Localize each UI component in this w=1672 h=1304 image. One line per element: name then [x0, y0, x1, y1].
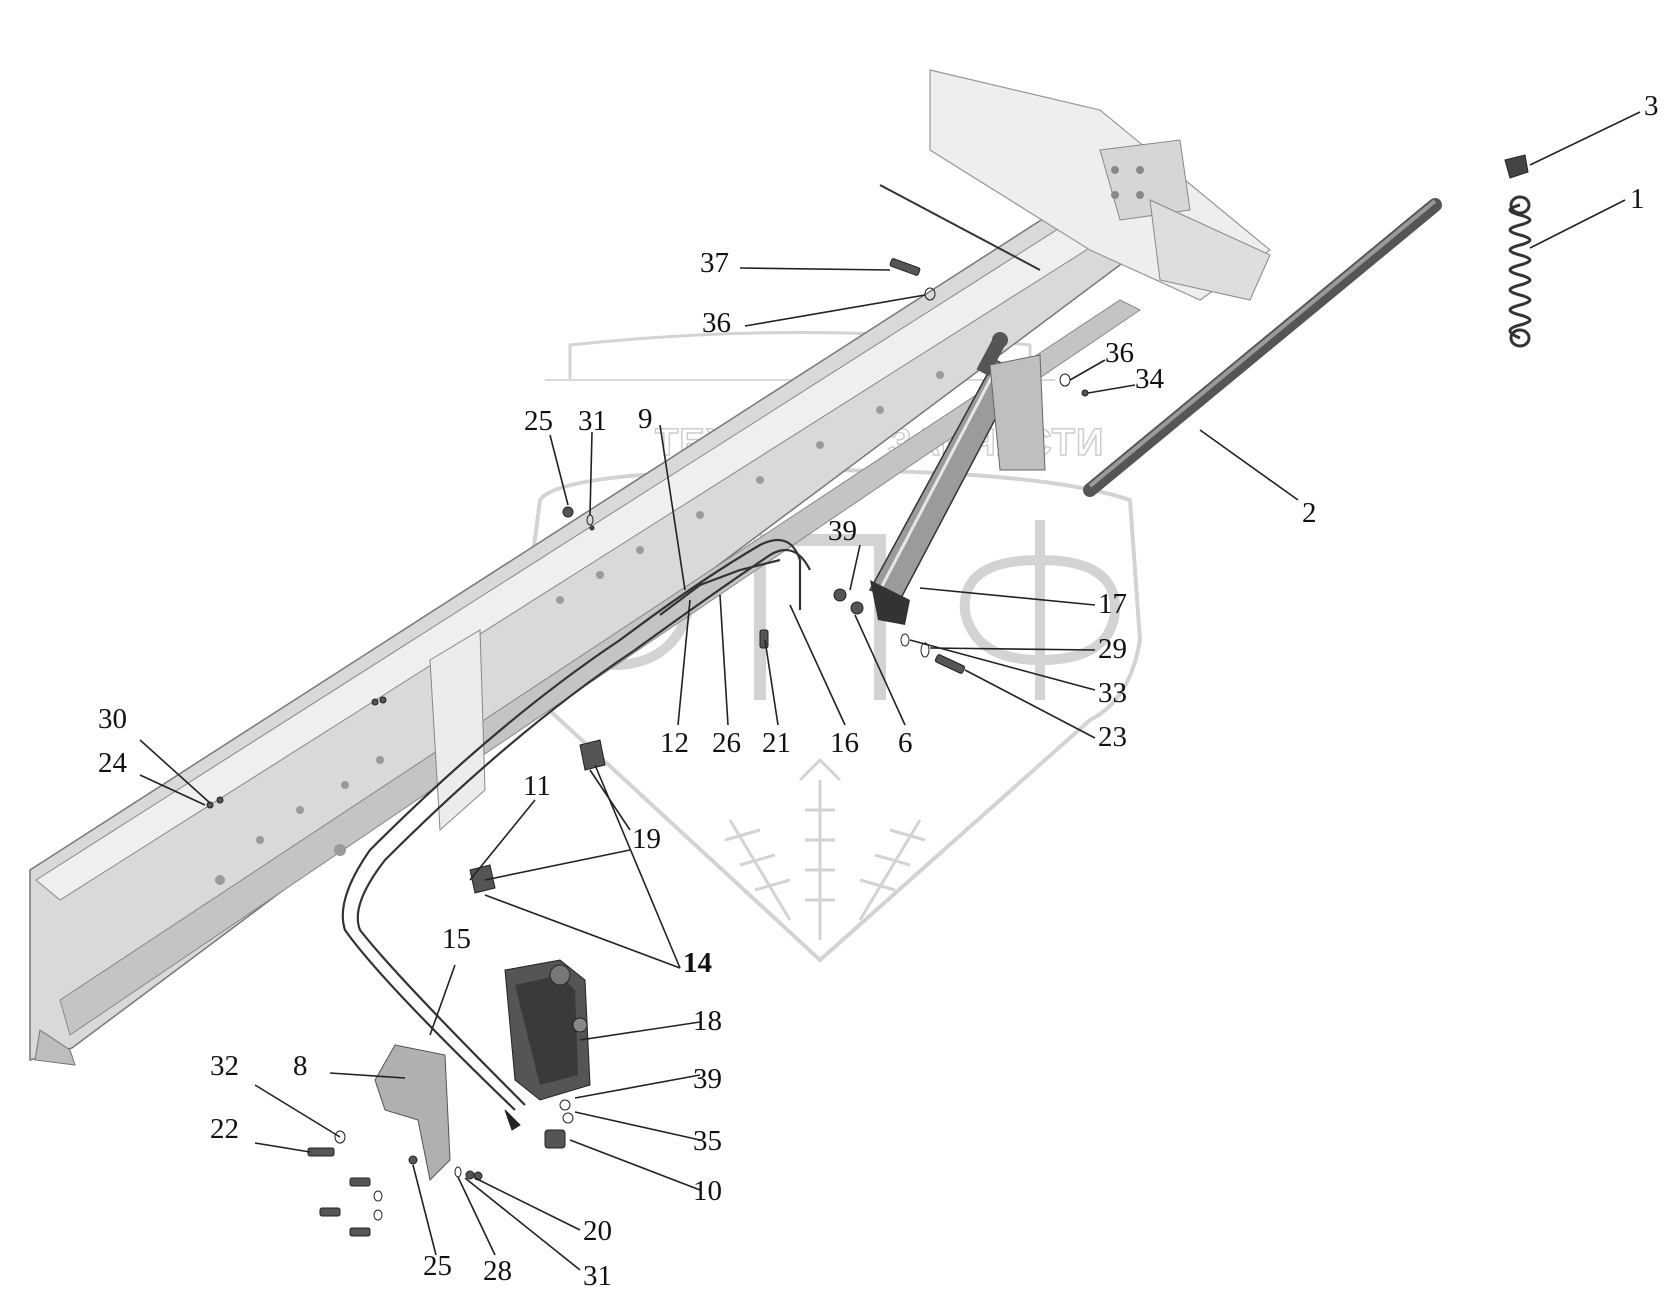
- leader-lines: [139, 111, 1641, 1271]
- callout-22: 22: [210, 1113, 239, 1145]
- callout-21: 21: [762, 727, 791, 759]
- part-1-spring: [1508, 195, 1532, 348]
- callout-20: 20: [583, 1215, 612, 1247]
- callout-36: 36: [1105, 337, 1134, 369]
- part-8-bracket: [374, 1044, 451, 1182]
- watermark-wheat: [724, 757, 926, 940]
- callout-24: 24: [98, 747, 128, 779]
- callout-37: 37: [700, 247, 729, 279]
- callout-25: 25: [524, 405, 553, 437]
- fasteners: [206, 258, 1089, 1237]
- watermark-letter-p: [754, 534, 886, 700]
- hydraulic-hoses: [341, 538, 811, 1111]
- callout-39: 39: [828, 515, 857, 547]
- frame-rail-holes: [215, 371, 944, 885]
- part-2-torsion-rod: [1083, 198, 1442, 497]
- callout-18: 18: [693, 1005, 722, 1037]
- callout-29: 29: [1098, 633, 1127, 665]
- callout-10: 10: [693, 1175, 722, 1207]
- callout-8: 8: [293, 1050, 308, 1082]
- callout-16: 16: [830, 727, 859, 759]
- part-18-pump: [504, 959, 591, 1101]
- callout-19: 19: [632, 823, 661, 855]
- callout-28: 28: [483, 1255, 512, 1287]
- callout-11: 11: [523, 770, 551, 802]
- callout-33: 33: [1098, 677, 1127, 709]
- callout-2: 2: [1302, 497, 1317, 529]
- part-3-clip: [1504, 154, 1529, 179]
- callout-35: 35: [693, 1125, 722, 1157]
- callout-30: 30: [98, 703, 127, 735]
- callout-26: 26: [712, 727, 741, 759]
- watermark-letter-f: [959, 520, 1121, 700]
- callout-9: 9: [638, 403, 653, 435]
- callout-17: 17: [1098, 588, 1127, 620]
- callout-31: 31: [583, 1260, 612, 1292]
- callout-25: 25: [423, 1250, 452, 1282]
- callout-3: 3: [1644, 90, 1659, 122]
- callout-39: 39: [693, 1063, 722, 1095]
- callout-34: 34: [1135, 363, 1165, 395]
- callout-labels: 3 1 37 36 36 34 2 25 31 9 39 17 29 33 23…: [98, 90, 1659, 1292]
- hydraulic-cylinder: [868, 332, 1046, 625]
- callout-14: 14: [683, 947, 712, 979]
- callout-12: 12: [660, 727, 689, 759]
- callout-36: 36: [702, 307, 731, 339]
- callout-32: 32: [210, 1050, 239, 1082]
- callout-1: 1: [1630, 183, 1645, 215]
- callout-23: 23: [1098, 721, 1127, 753]
- callout-6: 6: [898, 727, 913, 759]
- callout-31: 31: [578, 405, 607, 437]
- callout-15: 15: [442, 923, 471, 955]
- cab-mount-bracket: [879, 69, 1271, 301]
